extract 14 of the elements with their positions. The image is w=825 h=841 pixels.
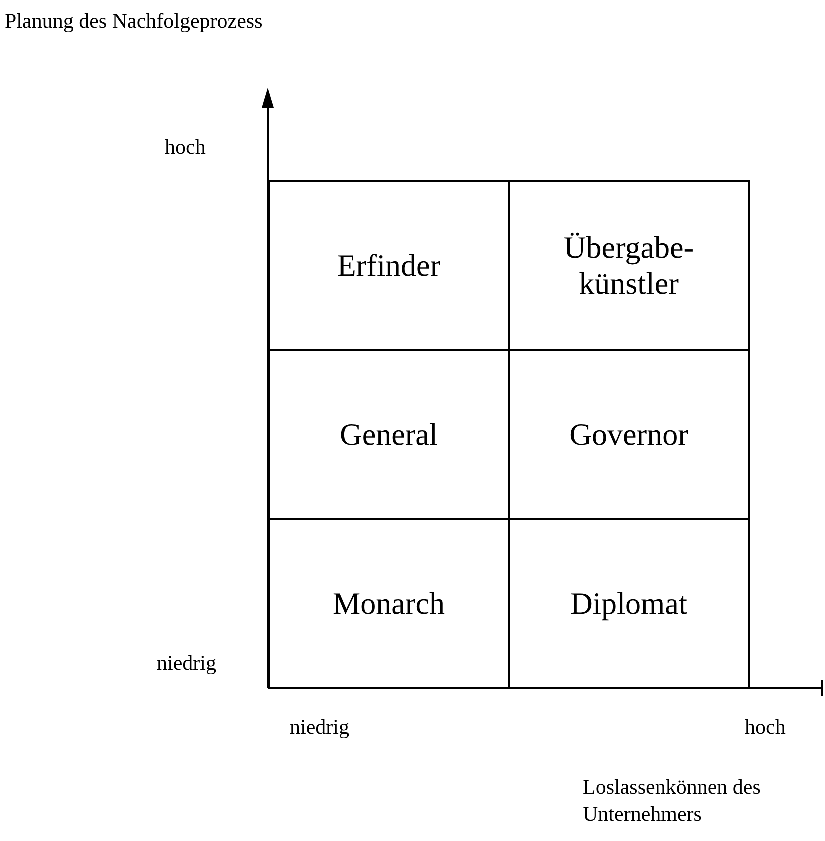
quadrant-label: General <box>340 416 438 452</box>
quadrant-label: Übergabe- künstler <box>562 230 696 302</box>
matrix-cell <box>508 180 750 351</box>
quadrant-label: Erfinder <box>337 248 441 284</box>
quadrant-label: Diplomat <box>570 586 688 622</box>
quadrant-label: Governor <box>570 416 688 452</box>
axis-tick-label: hoch <box>165 134 206 161</box>
quadrant-label: Monarch <box>333 586 445 622</box>
axis-title: Loslassenkönnen des Unternehmers <box>583 774 762 828</box>
axis-title: Planung des Nachfolgeprozess <box>5 8 263 35</box>
axis-tick-label: niedrig <box>157 650 216 677</box>
axis-tick-label: hoch <box>745 714 786 741</box>
matrix-cell <box>268 180 510 351</box>
axis-tick-label: niedrig <box>290 714 350 741</box>
